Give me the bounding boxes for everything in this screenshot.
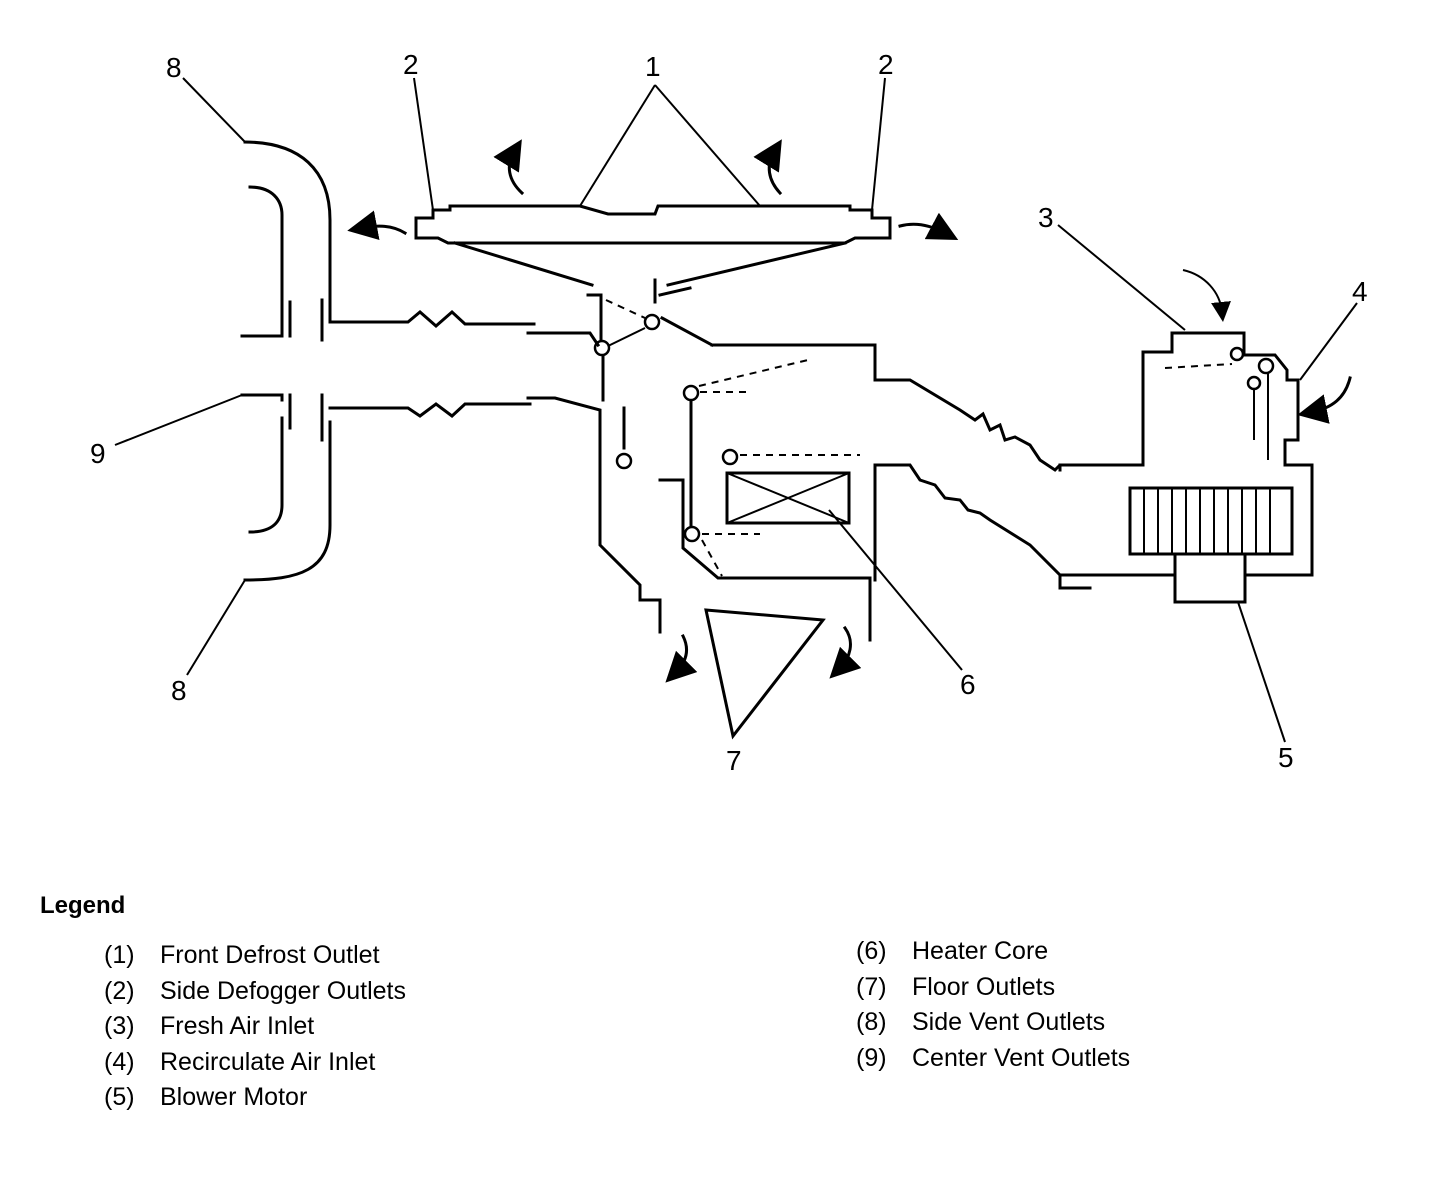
legend-item: (1) Front Defrost Outlet bbox=[104, 938, 406, 974]
legend-item-number: (2) bbox=[104, 976, 135, 1005]
legend-item: (8) Side Vent Outlets bbox=[856, 1005, 1130, 1041]
legend-item: (7) Floor Outlets bbox=[856, 970, 1130, 1006]
legend-column-right: (6) Heater Core (7) Floor Outlets (8) Si… bbox=[856, 934, 1130, 1076]
legend-item: (6) Heater Core bbox=[856, 934, 1130, 970]
callout-8-bottom: 8 bbox=[171, 675, 187, 706]
legend-item-label: Floor Outlets bbox=[912, 972, 1056, 1001]
legend-item-label: Blower Motor bbox=[160, 1083, 308, 1112]
callout-8-top: 8 bbox=[166, 52, 182, 83]
legend-item-label: Heater Core bbox=[912, 937, 1049, 965]
legend-item-number: (3) bbox=[104, 1012, 135, 1041]
legend-item-number: (7) bbox=[856, 972, 887, 1001]
defrost-door bbox=[586, 278, 715, 470]
legend-item: (4) Recirculate Air Inlet bbox=[104, 1045, 406, 1081]
callout-2-left: 2 bbox=[403, 49, 419, 80]
heater-core bbox=[725, 471, 851, 525]
callout-3: 3 bbox=[1038, 202, 1054, 233]
legend-item-number: (8) bbox=[856, 1008, 887, 1037]
legend-item-label: Recirculate Air Inlet bbox=[160, 1047, 376, 1076]
callout-numbers: 1 2 2 3 4 5 6 7 8 8 9 bbox=[90, 49, 1368, 776]
legend-item-label: Side Vent Outlets bbox=[912, 1008, 1106, 1037]
blower-motor bbox=[1128, 486, 1294, 604]
heater-case bbox=[658, 331, 1314, 642]
legend-title: Legend bbox=[40, 892, 126, 919]
front-defrost-outlet bbox=[414, 204, 892, 287]
callout-4: 4 bbox=[1352, 276, 1368, 307]
legend-column-left: (1) Front Defrost Outlet (2) Side Defogg… bbox=[104, 938, 406, 1116]
legend-item: (3) Fresh Air Inlet bbox=[104, 1009, 406, 1045]
legend-item: (2) Side Defogger Outlets bbox=[104, 974, 406, 1010]
legend-item-label: Center Vent Outlets bbox=[912, 1043, 1131, 1072]
vent-ducts bbox=[240, 140, 662, 634]
callout-1: 1 bbox=[645, 51, 661, 82]
airflow-arrows bbox=[347, 139, 1352, 683]
legend-item-label: Front Defrost Outlet bbox=[160, 941, 380, 969]
callout-2-right: 2 bbox=[878, 49, 894, 80]
callout-5: 5 bbox=[1278, 742, 1294, 773]
floor-outlet-divider bbox=[704, 608, 826, 740]
callout-9: 9 bbox=[90, 438, 106, 469]
legend-item: (5) Blower Motor bbox=[104, 1080, 406, 1116]
callout-6: 6 bbox=[960, 669, 976, 700]
legend-item: (9) Center Vent Outlets bbox=[856, 1041, 1130, 1077]
hvac-airflow-diagram: 1 2 2 3 4 5 6 7 8 8 9 bbox=[90, 49, 1368, 776]
legend-item-label: Fresh Air Inlet bbox=[160, 1012, 315, 1041]
legend-item-label: Side Defogger Outlets bbox=[160, 976, 406, 1005]
legend-item-number: (1) bbox=[104, 941, 135, 969]
legend-item-number: (4) bbox=[104, 1047, 135, 1076]
callout-7: 7 bbox=[726, 745, 742, 776]
legend-item-number: (6) bbox=[856, 937, 887, 965]
legend-item-number: (5) bbox=[104, 1083, 135, 1112]
callout-leaders bbox=[114, 77, 1358, 743]
legend-item-number: (9) bbox=[856, 1043, 887, 1072]
mode-doors bbox=[682, 359, 860, 577]
